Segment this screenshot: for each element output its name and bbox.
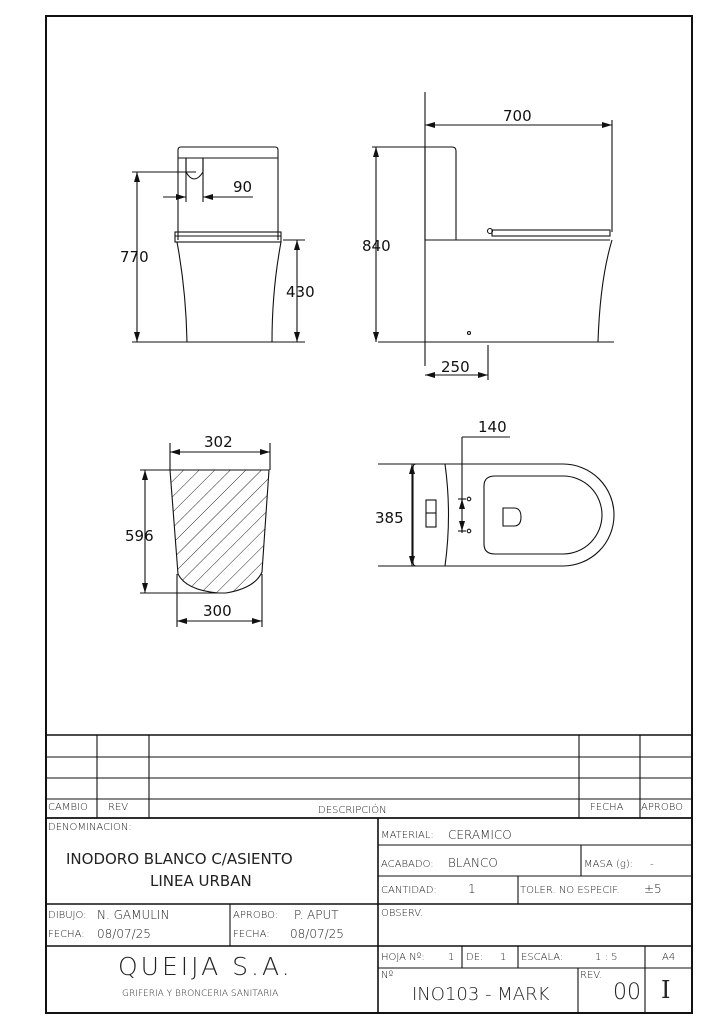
denomination-line2: LINEA URBAN — [150, 872, 252, 890]
dim-385: 385 — [375, 509, 404, 527]
tolerance-value: ±5 — [644, 882, 662, 896]
paper-size: A4 — [662, 952, 676, 963]
company-tagline: GRIFERIA Y BRONCERIA SANITARIA — [122, 989, 279, 999]
rev-value: 00 — [613, 980, 641, 1005]
company-name: QUEIJA S.A. — [118, 952, 293, 981]
scale-value: 1 : 5 — [595, 952, 618, 963]
number-label: Nº — [381, 970, 394, 981]
material-label: MATERIAL: — [381, 830, 434, 841]
dim-302: 302 — [204, 433, 233, 451]
dim-596: 596 — [125, 527, 154, 545]
approved-label: APROBO: — [233, 910, 279, 921]
dim-90: 90 — [233, 178, 252, 196]
header-rev: REV — [108, 802, 129, 813]
dim-840: 840 — [362, 237, 391, 255]
denomination-label: DENOMINACION: — [48, 822, 132, 833]
observ-label: OBSERV. — [381, 908, 424, 919]
dim-250: 250 — [441, 358, 470, 376]
drawing-number: INO103 - MARK — [412, 984, 550, 1005]
plan-view — [378, 436, 615, 567]
mass-label: MASA (g): — [584, 859, 634, 870]
format-mark: I — [661, 976, 671, 1004]
finish-value: BLANCO — [448, 856, 498, 870]
side-view — [372, 92, 614, 380]
dim-430: 430 — [286, 283, 315, 301]
title-block-grid — [46, 734, 692, 1013]
header-descripcion: DESCRIPCIÓN — [318, 805, 387, 816]
of-label: DE: — [466, 952, 484, 963]
mass-value: - — [650, 859, 654, 870]
header-fecha: FECHA — [590, 802, 624, 813]
dim-770: 770 — [120, 248, 149, 266]
finish-label: ACABADO: — [381, 859, 434, 870]
drawn-value: N. GAMULIN — [97, 908, 170, 922]
sheet-value: 1 — [448, 952, 455, 963]
front-view — [132, 146, 305, 343]
drawing-frame — [45, 15, 693, 1014]
approved-date-label: FECHA: — [233, 929, 270, 940]
rev-label: REV. — [580, 970, 602, 981]
section-view — [140, 443, 271, 627]
of-value: 1 — [500, 952, 507, 963]
sheet-label: HOJA Nº: — [381, 952, 425, 963]
denomination-line1: INODORO BLANCO C/ASIENTO — [66, 850, 293, 868]
drawn-date-value: 08/07/25 — [97, 927, 151, 941]
header-cambio: CAMBIO — [48, 802, 88, 813]
dim-140: 140 — [478, 418, 507, 436]
header-aprobo: APROBO — [641, 802, 683, 813]
dim-300: 300 — [203, 602, 232, 620]
tolerance-label: TOLER. NO ESPECIF. — [520, 885, 620, 896]
drawn-date-label: FECHA: — [48, 929, 85, 940]
approved-value: P. APUT — [294, 908, 339, 922]
quantity-label: CANTIDAD: — [381, 885, 437, 896]
scale-label: ESCALA: — [521, 952, 564, 963]
approved-date-value: 08/07/25 — [290, 927, 344, 941]
drawn-label: DIBUJO: — [48, 910, 87, 921]
quantity-value: 1 — [468, 882, 476, 896]
material-value: CERAMICO — [448, 828, 512, 842]
dim-700: 700 — [503, 107, 532, 125]
